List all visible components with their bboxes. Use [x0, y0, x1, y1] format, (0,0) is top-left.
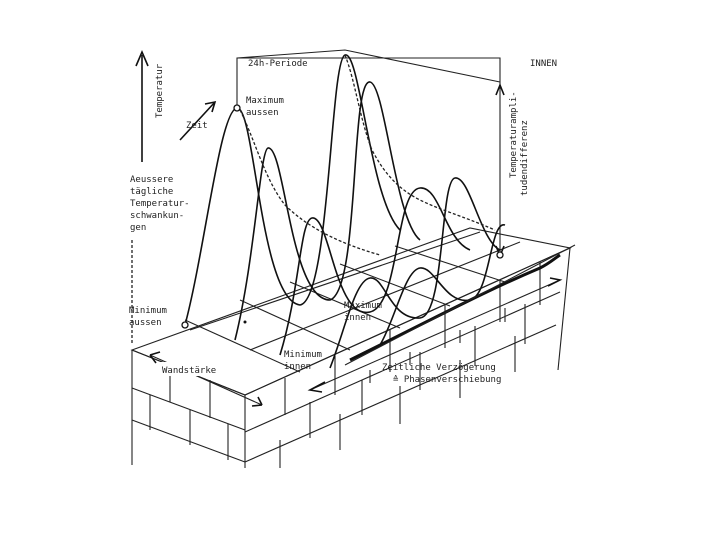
brick-wall — [130, 227, 572, 468]
max-outer-point — [233, 104, 241, 112]
zeit-label: Zeit — [186, 121, 208, 131]
outer-wave-2 — [234, 81, 421, 341]
periode-label: 24h-Periode — [248, 59, 308, 69]
aeussere-label-5: gen — [130, 223, 146, 233]
temperature-axis-arrow — [135, 49, 149, 67]
outer-waves — [184, 54, 506, 369]
verzoegerung-label-2: ≙ Phasenverschiebung — [393, 375, 501, 385]
verzoegerung-label-1: Zeitliche Verzögerung — [382, 363, 496, 373]
minimum-innen-label-1: Minimum — [284, 350, 322, 360]
wandstaerke-label: Wandstärke — [162, 366, 216, 376]
aeussere-label-1: Aeussere — [130, 175, 173, 185]
maximum-innen-label-1: Maximum — [344, 301, 382, 311]
amplitude-label-2: tudendifferenz — [520, 120, 530, 196]
aeussere-label-2: tägliche — [130, 187, 173, 197]
outer-wave-4 — [329, 177, 501, 369]
crest-dashed-line-2 — [239, 109, 381, 256]
point-markers — [181, 104, 504, 329]
aeussere-label-4: schwankun- — [130, 211, 184, 221]
wandstaerke-bg — [160, 362, 238, 376]
amplitude-label-1: Temperaturampli- — [509, 91, 519, 178]
crest-dashed-line — [344, 54, 496, 231]
labels: Temperatur Zeit 24h-Periode INNEN Maximu… — [129, 59, 557, 385]
dashed-crest — [239, 54, 496, 256]
minimum-innen-label-2: innen — [284, 362, 311, 372]
maximum-aussen-label-2: aussen — [246, 108, 279, 118]
temperatur-label: Temperatur — [155, 63, 165, 118]
outer-wave-5 — [379, 224, 506, 346]
outer-wave-1 — [184, 54, 401, 326]
minimum-aussen-label-2: aussen — [129, 318, 162, 328]
outer-wave-3 — [279, 187, 471, 356]
minimum-aussen-label-1: Minimum — [129, 306, 167, 316]
aeussere-label-3: Temperatur- — [130, 199, 190, 209]
innen-label: INNEN — [530, 59, 557, 69]
inner-wave-band — [307, 244, 576, 393]
time-axis-arrow — [204, 100, 217, 113]
dot-1 — [243, 320, 247, 324]
inner-point — [496, 251, 504, 259]
maximum-aussen-label-1: Maximum — [246, 96, 284, 106]
time-axis — [179, 101, 216, 141]
min-outer-point — [181, 321, 189, 329]
maximum-innen-label-2: innen — [344, 313, 371, 323]
